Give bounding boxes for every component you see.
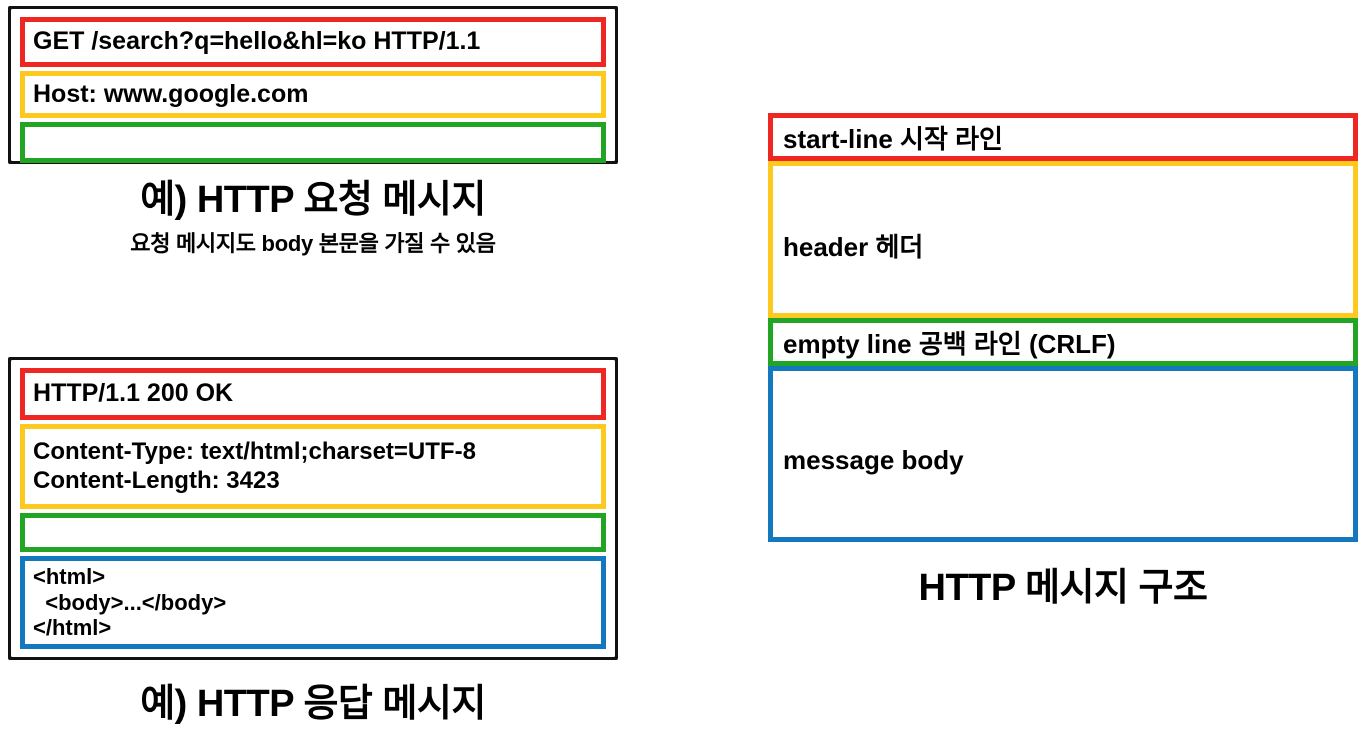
- response-rows: HTTP/1.1 200 OK Content-Type: text/html;…: [20, 368, 606, 649]
- request-rows: GET /search?q=hello&hl=ko HTTP/1.1 Host:…: [20, 17, 606, 163]
- response-start-line-row: HTTP/1.1 200 OK: [20, 368, 606, 420]
- request-header-row: Host: www.google.com: [20, 71, 606, 118]
- response-example-caption: 예) HTTP 응답 메시지: [140, 683, 486, 725]
- http-request-example-box: GET /search?q=hello&hl=ko HTTP/1.1 Host:…: [8, 6, 618, 164]
- structure-header-box: header 헤더: [768, 161, 1358, 318]
- request-start-line-row: GET /search?q=hello&hl=ko HTTP/1.1: [20, 17, 606, 67]
- structure-empty-line-box: empty line 공백 라인 (CRLF): [768, 318, 1358, 366]
- structure-message-body-label: message body: [783, 444, 964, 475]
- request-example-subtitle: 요청 메시지도 body 본문을 가질 수 있음: [130, 231, 496, 256]
- structure-start-line-label: start-line 시작 라인: [783, 123, 1003, 154]
- structure-diagram-caption: HTTP 메시지 구조: [918, 567, 1208, 609]
- structure-start-line-box: start-line 시작 라인: [768, 113, 1358, 161]
- response-message-body-row: <html> <body>...</body> </html>: [20, 556, 606, 649]
- request-empty-line-row: [20, 122, 606, 163]
- response-empty-line-row: [20, 513, 606, 552]
- structure-header-label: header 헤더: [783, 232, 924, 262]
- http-response-example-box: HTTP/1.1 200 OK Content-Type: text/html;…: [8, 357, 618, 660]
- http-message-structure-diagram: start-line 시작 라인 header 헤더 empty line 공백…: [768, 113, 1358, 546]
- response-header-row: Content-Type: text/html;charset=UTF-8 Co…: [20, 424, 606, 509]
- request-example-caption: 예) HTTP 요청 메시지: [140, 179, 486, 221]
- structure-message-body-box: message body: [768, 366, 1358, 542]
- structure-empty-line-label: empty line 공백 라인 (CRLF): [783, 328, 1116, 359]
